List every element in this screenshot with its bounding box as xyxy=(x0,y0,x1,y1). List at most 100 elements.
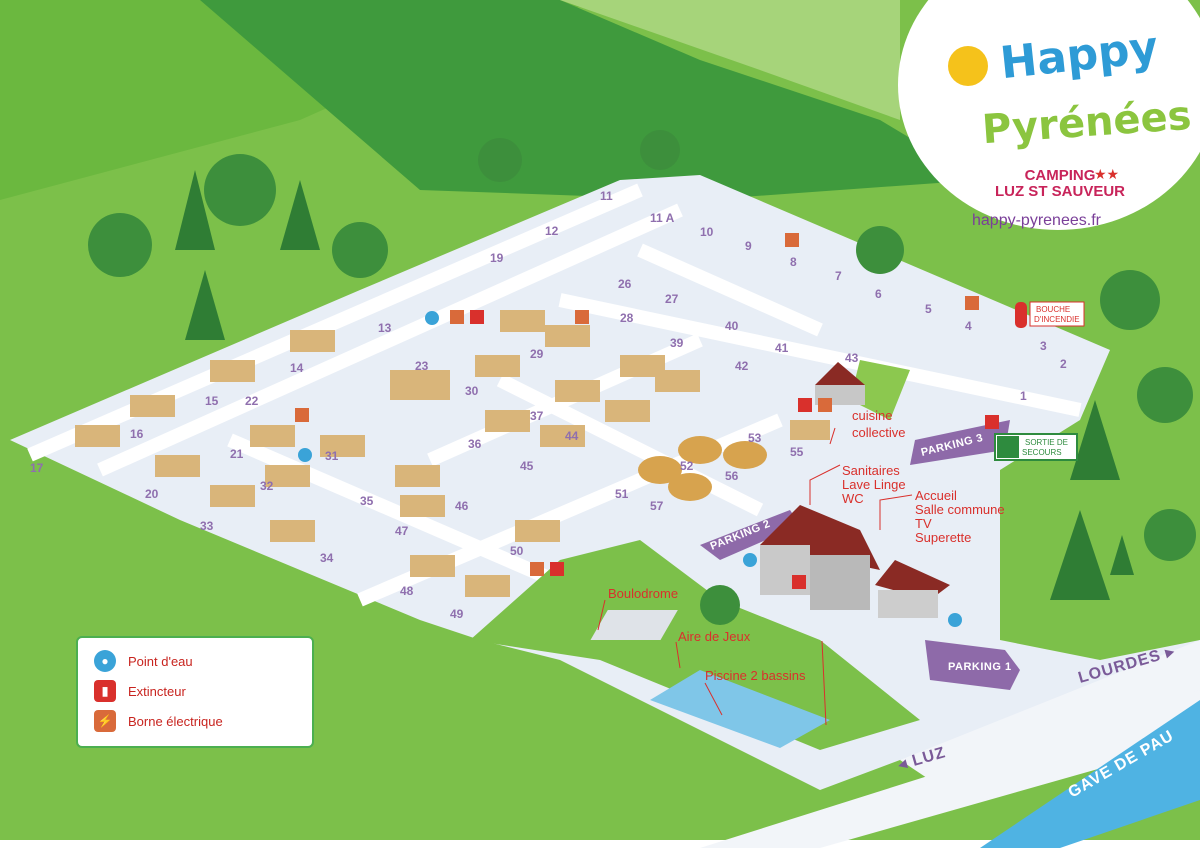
road-lourdes-upper xyxy=(900,640,1200,780)
lot-number: 31 xyxy=(325,449,339,463)
lot-number: 17 xyxy=(30,461,44,475)
lot-number: 43 xyxy=(845,351,859,365)
electric-terminal-icon xyxy=(785,233,799,247)
lot-number: 53 xyxy=(748,431,762,445)
lot-numbers: 2 3 1 4 5 6 7 8 9 10 11 11 A 12 13 14 15… xyxy=(30,189,1067,621)
extinguisher-icon xyxy=(985,415,999,429)
lot-number: 16 xyxy=(130,427,144,441)
logo-stars: ★★ xyxy=(1094,166,1120,182)
lot-number: 34 xyxy=(320,551,334,565)
lot-number: 56 xyxy=(725,469,739,483)
lot-number: 10 xyxy=(700,225,714,239)
lot-number: 29 xyxy=(530,347,544,361)
boulodrome-area xyxy=(590,610,678,640)
lot-number: 9 xyxy=(745,239,752,253)
legend-item-water: ● Point d'eau xyxy=(94,650,193,672)
extinguisher-icon xyxy=(470,310,484,324)
sanitaires-building xyxy=(760,505,950,618)
lot-number: 14 xyxy=(290,361,304,375)
lot-number: 36 xyxy=(468,437,482,451)
lot-number: 8 xyxy=(790,255,797,269)
lot-number: 39 xyxy=(670,336,684,350)
electric-terminal-icon xyxy=(575,310,589,324)
legend-item-extinguisher: ▮ Extincteur xyxy=(94,680,186,702)
label-sanitaires: Sanitaires xyxy=(842,463,900,478)
extinguisher-icon: ▮ xyxy=(94,680,116,702)
tents xyxy=(638,436,767,501)
parking-3-area xyxy=(910,420,1010,465)
lot-number: 11 A xyxy=(650,211,675,225)
lot-number: 20 xyxy=(145,487,159,501)
lot-number: 28 xyxy=(620,311,634,325)
electric-terminal-icon: ⚡ xyxy=(94,710,116,732)
parking-2-area xyxy=(700,510,800,560)
lot-number: 1 xyxy=(1020,389,1027,403)
lot-number: 12 xyxy=(545,224,559,238)
chalets xyxy=(75,310,830,597)
lot-number: 19 xyxy=(490,251,504,265)
lot-number: 44 xyxy=(565,429,579,443)
lot-number: 49 xyxy=(450,607,464,621)
lot-number: 22 xyxy=(245,394,259,408)
label-collective: collective xyxy=(852,425,905,440)
logo-camping: CAMPING LUZ ST SAUVEUR xyxy=(990,168,1130,200)
lot-number: 47 xyxy=(395,524,409,538)
water-point-icon xyxy=(948,613,962,627)
lot-number: 55 xyxy=(790,445,804,459)
lot-number: 32 xyxy=(260,479,274,493)
lot-number: 30 xyxy=(465,384,479,398)
lot-number: 41 xyxy=(775,341,789,355)
label-wc: WC xyxy=(842,491,864,506)
fire-hydrant-icon xyxy=(1015,302,1027,328)
green-leisure-area xyxy=(470,540,920,750)
electric-terminal-icon xyxy=(818,398,832,412)
hydrant-sign-line2: D'INCENDIE xyxy=(1034,315,1080,324)
lot-number: 52 xyxy=(680,459,694,473)
lot-number: 27 xyxy=(665,292,679,306)
lot-number: 40 xyxy=(725,319,739,333)
water-point-icon: ● xyxy=(94,650,116,672)
legend-label: Borne électrique xyxy=(128,713,223,729)
lot-number: 23 xyxy=(415,359,429,373)
electric-terminal-icon xyxy=(965,296,979,310)
lot-number: 5 xyxy=(925,302,932,316)
lot-number: 57 xyxy=(650,499,664,513)
electric-terminal-icon xyxy=(295,408,309,422)
river xyxy=(980,700,1200,848)
lot-number: 48 xyxy=(400,584,414,598)
exit-sign-line1: SORTIE DE xyxy=(1025,438,1068,447)
label-accueil: Accueil xyxy=(915,488,957,503)
hydrant-sign-line1: BOUCHE xyxy=(1036,305,1070,314)
lot-number: 13 xyxy=(378,321,392,335)
lot-number: 45 xyxy=(520,459,534,473)
lot-number: 4 xyxy=(965,319,972,333)
pool-area xyxy=(650,670,830,748)
sun-icon xyxy=(948,46,988,86)
water-point-icon xyxy=(298,448,312,462)
hydrant-sign xyxy=(1029,301,1085,327)
lot-number: 3 xyxy=(1040,339,1047,353)
parking-1-label: PARKING 1 xyxy=(948,661,1012,673)
lot-number: 42 xyxy=(735,359,749,373)
lot-number: 33 xyxy=(200,519,214,533)
lot-number: 21 xyxy=(230,447,244,461)
electric-terminal-icon xyxy=(450,310,464,324)
lot-number: 51 xyxy=(615,487,629,501)
logo-area xyxy=(898,0,1200,232)
label-leader-lines xyxy=(597,427,913,726)
map-icons xyxy=(295,233,1027,627)
legend-item-electric: ⚡ Borne électrique xyxy=(94,710,223,732)
lot-number: 37 xyxy=(530,409,544,423)
legend-label: Point d'eau xyxy=(128,653,193,669)
logo-camping-label: CAMPING xyxy=(1024,167,1096,184)
electric-terminal-icon xyxy=(530,562,544,576)
label-salle-commune: Salle commune xyxy=(915,502,1005,517)
label-tv: TV xyxy=(915,516,932,531)
extinguisher-icon xyxy=(550,562,564,576)
exit-sign-line2: SECOURS xyxy=(1022,448,1062,457)
label-boulodrome: Boulodrome xyxy=(608,586,678,601)
logo-url: happy-pyrenees.fr xyxy=(972,212,1101,229)
extinguisher-icon xyxy=(792,575,806,589)
lot-number: 50 xyxy=(510,544,524,558)
label-cuisine: cuisine xyxy=(852,408,892,423)
